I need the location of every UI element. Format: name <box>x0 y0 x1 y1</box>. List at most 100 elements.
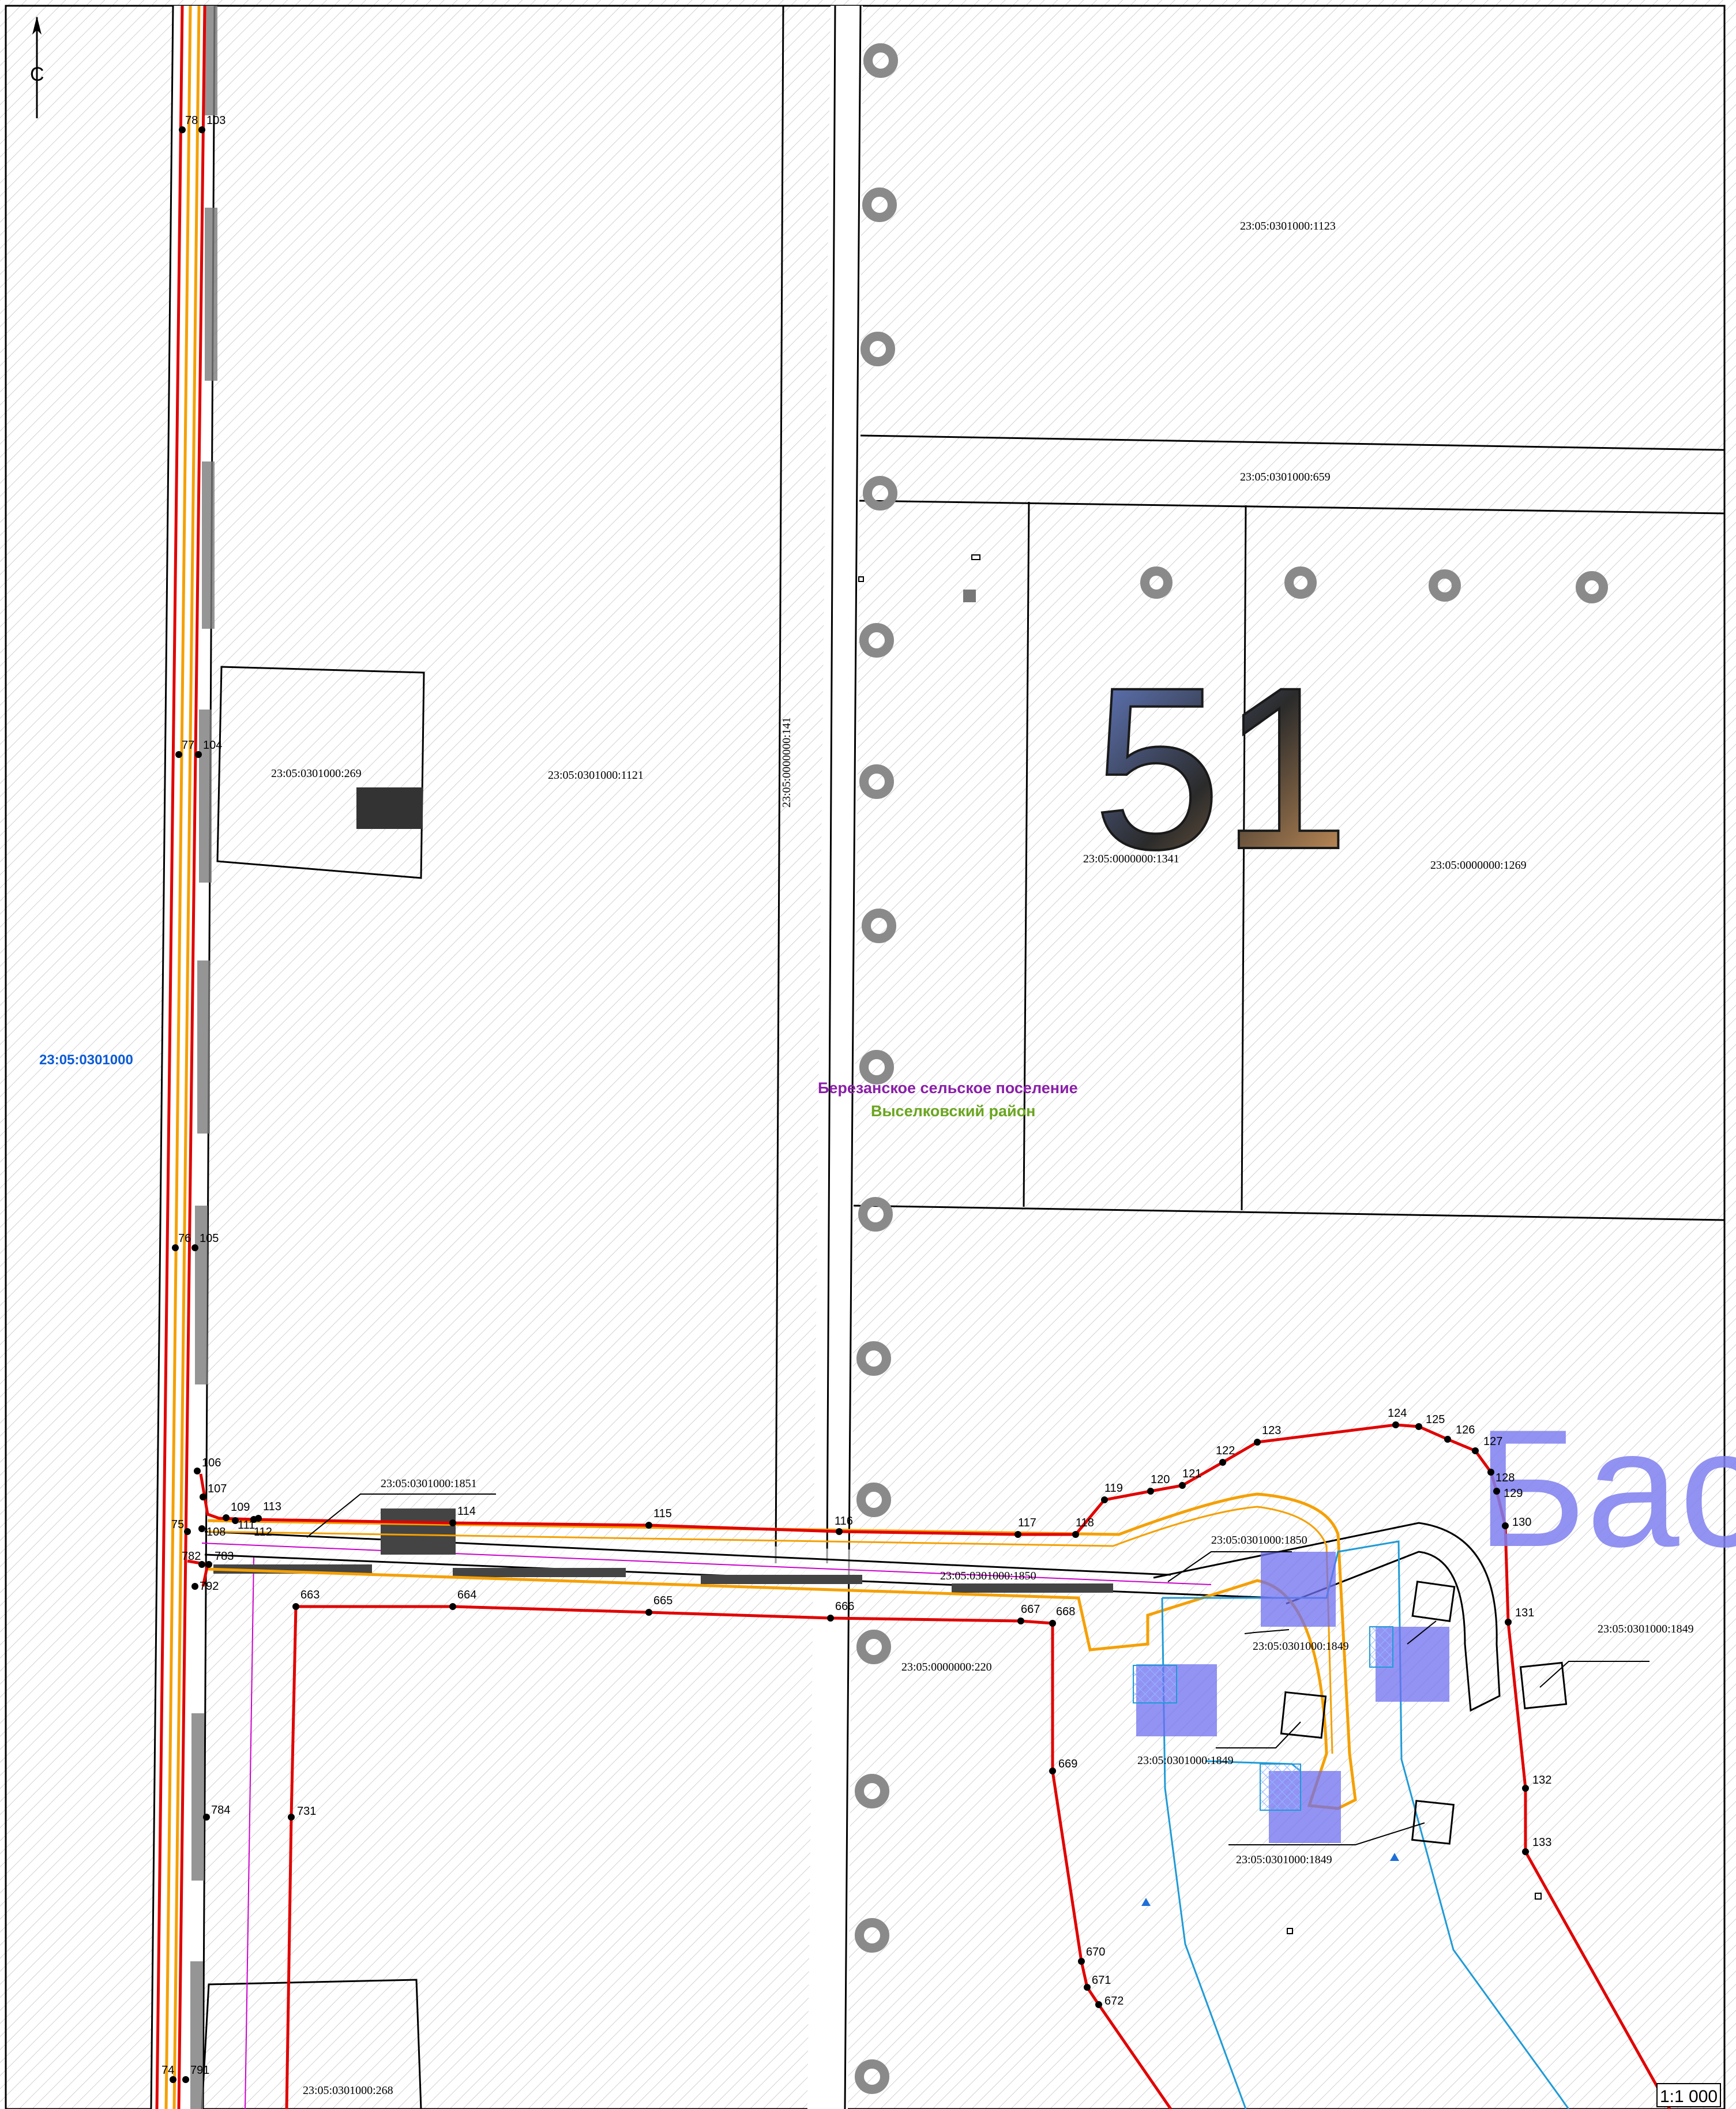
boundary-point <box>1444 1436 1451 1443</box>
boundary-point-label: 104 <box>203 739 222 752</box>
triangle-marker <box>1141 1898 1151 1906</box>
boundary-point-label: 122 <box>1216 1444 1235 1457</box>
small-marker <box>971 554 980 560</box>
boundary-point-label: 731 <box>297 1805 316 1818</box>
road-line <box>844 5 862 2109</box>
boundary-point-label: 103 <box>206 114 226 127</box>
structure-square <box>1519 1661 1568 1710</box>
building-dark <box>453 1568 626 1577</box>
blue-building-hatch <box>1369 1626 1393 1668</box>
parcel-label: 23:05:0000000:1341 <box>1083 853 1179 865</box>
boundary-point <box>1049 1620 1056 1627</box>
structure-square <box>1411 1581 1456 1622</box>
building-dark <box>356 787 423 829</box>
boundary-point-label: 669 <box>1058 1758 1077 1770</box>
boundary-point <box>1505 1619 1512 1626</box>
boundary-point <box>1254 1439 1261 1446</box>
small-marker <box>1287 1928 1293 1934</box>
parcel-label: 23:05:0301000:1849 <box>1598 1623 1694 1635</box>
boundary-point <box>1014 1531 1021 1538</box>
boundary-point <box>292 1603 299 1610</box>
boundary-west-b <box>177 5 206 2109</box>
boundary-point <box>191 1244 198 1251</box>
parcel-label: 23:05:0301000:1849 <box>1236 1853 1332 1866</box>
parcel-label: 23:05:0301000:1850 <box>1211 1534 1307 1547</box>
boundary-point-label: 671 <box>1092 1974 1111 1987</box>
boundary-point-label: 783 <box>215 1550 234 1563</box>
parcel-label: 23:05:0301000:269 <box>271 767 362 780</box>
parcel-268 <box>201 1979 422 2109</box>
house-number-label: 51 <box>1093 639 1350 897</box>
structure-square <box>1411 1800 1455 1845</box>
boundary-point-label: 108 <box>206 1526 226 1538</box>
triangle-marker <box>1390 1853 1399 1861</box>
parcel-label: 23:05:0301000:659 <box>1240 471 1331 483</box>
boundary-point <box>1522 1785 1529 1792</box>
boundary-point-label: 782 <box>182 1550 201 1563</box>
structure-square <box>1280 1691 1327 1739</box>
boundary-point <box>184 1528 191 1535</box>
boundary-point <box>191 1583 198 1590</box>
leader-lines <box>306 1493 1649 1845</box>
tree-marker-small <box>963 590 976 602</box>
boundary-point-label: 106 <box>202 1457 221 1469</box>
small-marker <box>1535 1893 1542 1900</box>
magenta-line <box>245 1557 254 2109</box>
boundary-point-label: 118 <box>1076 1517 1094 1529</box>
boundary-point <box>232 1517 239 1524</box>
boundary-point <box>203 1814 210 1821</box>
boundary-point-label: 74 <box>161 2064 174 2077</box>
boundary-point-label: 125 <box>1426 1413 1445 1426</box>
boundary-point <box>198 126 205 133</box>
boundary-point <box>836 1528 843 1535</box>
parcel-269 <box>216 666 425 879</box>
boundary-point <box>182 2076 189 2083</box>
boundary-point <box>1072 1531 1079 1538</box>
boundary-point <box>198 1525 205 1532</box>
boundary-point-label: 112 <box>254 1526 272 1538</box>
boundary-point-label: 792 <box>200 1580 219 1593</box>
boundary-point-label: 127 <box>1483 1435 1502 1448</box>
zone-line <box>164 5 192 2109</box>
boundary-point <box>172 1244 179 1251</box>
building-dark <box>381 1508 456 1555</box>
road-line <box>826 5 836 1564</box>
zone-line <box>172 5 201 2109</box>
blue-building-hatch <box>1133 1665 1177 1703</box>
boundary-point-label: 78 <box>185 114 198 127</box>
magenta-line <box>201 1543 1212 1585</box>
boundary-point-label: 75 <box>171 1518 184 1531</box>
boundary-point-label: 126 <box>1456 1424 1475 1436</box>
scale-box <box>1656 2083 1721 2107</box>
boundary-point <box>170 2076 176 2083</box>
north-label: С <box>30 63 44 85</box>
boundary-point <box>288 1814 295 1821</box>
boundary-point-label: 107 <box>208 1483 227 1495</box>
building-shadow <box>197 960 210 1134</box>
boundary-point <box>1147 1488 1154 1495</box>
boundary-point <box>1487 1469 1494 1476</box>
boundary-point-label: 791 <box>190 2064 209 2077</box>
parcel-label: 23:05:0000000:141 <box>780 717 793 808</box>
boundary-point-label: 129 <box>1504 1487 1523 1500</box>
boundary-point-label: 130 <box>1512 1516 1531 1529</box>
parcel-label: 23:05:0301000:268 <box>303 2084 393 2097</box>
parcel-line <box>853 1204 1725 1221</box>
parcel-label: 23:05:0000000:220 <box>901 1661 992 1673</box>
boundary-point-label: 117 <box>1018 1517 1036 1529</box>
parcel-line <box>859 500 1725 515</box>
small-marker <box>858 576 864 582</box>
boundary-point-label: 663 <box>300 1589 320 1601</box>
boundary-point-label: 77 <box>182 739 194 752</box>
boundary-point <box>1179 1482 1186 1489</box>
boundary-point <box>200 1493 206 1500</box>
boundary-point-label: 667 <box>1021 1603 1040 1616</box>
boundary-point-label: 116 <box>835 1515 853 1528</box>
tree-markers <box>855 43 1608 2094</box>
boundary-point <box>1502 1522 1509 1529</box>
boundary-point-label: 665 <box>653 1594 672 1607</box>
building-shadow <box>190 1961 203 2109</box>
parcel-line <box>1241 505 1247 1211</box>
boundary-point <box>1415 1423 1422 1430</box>
